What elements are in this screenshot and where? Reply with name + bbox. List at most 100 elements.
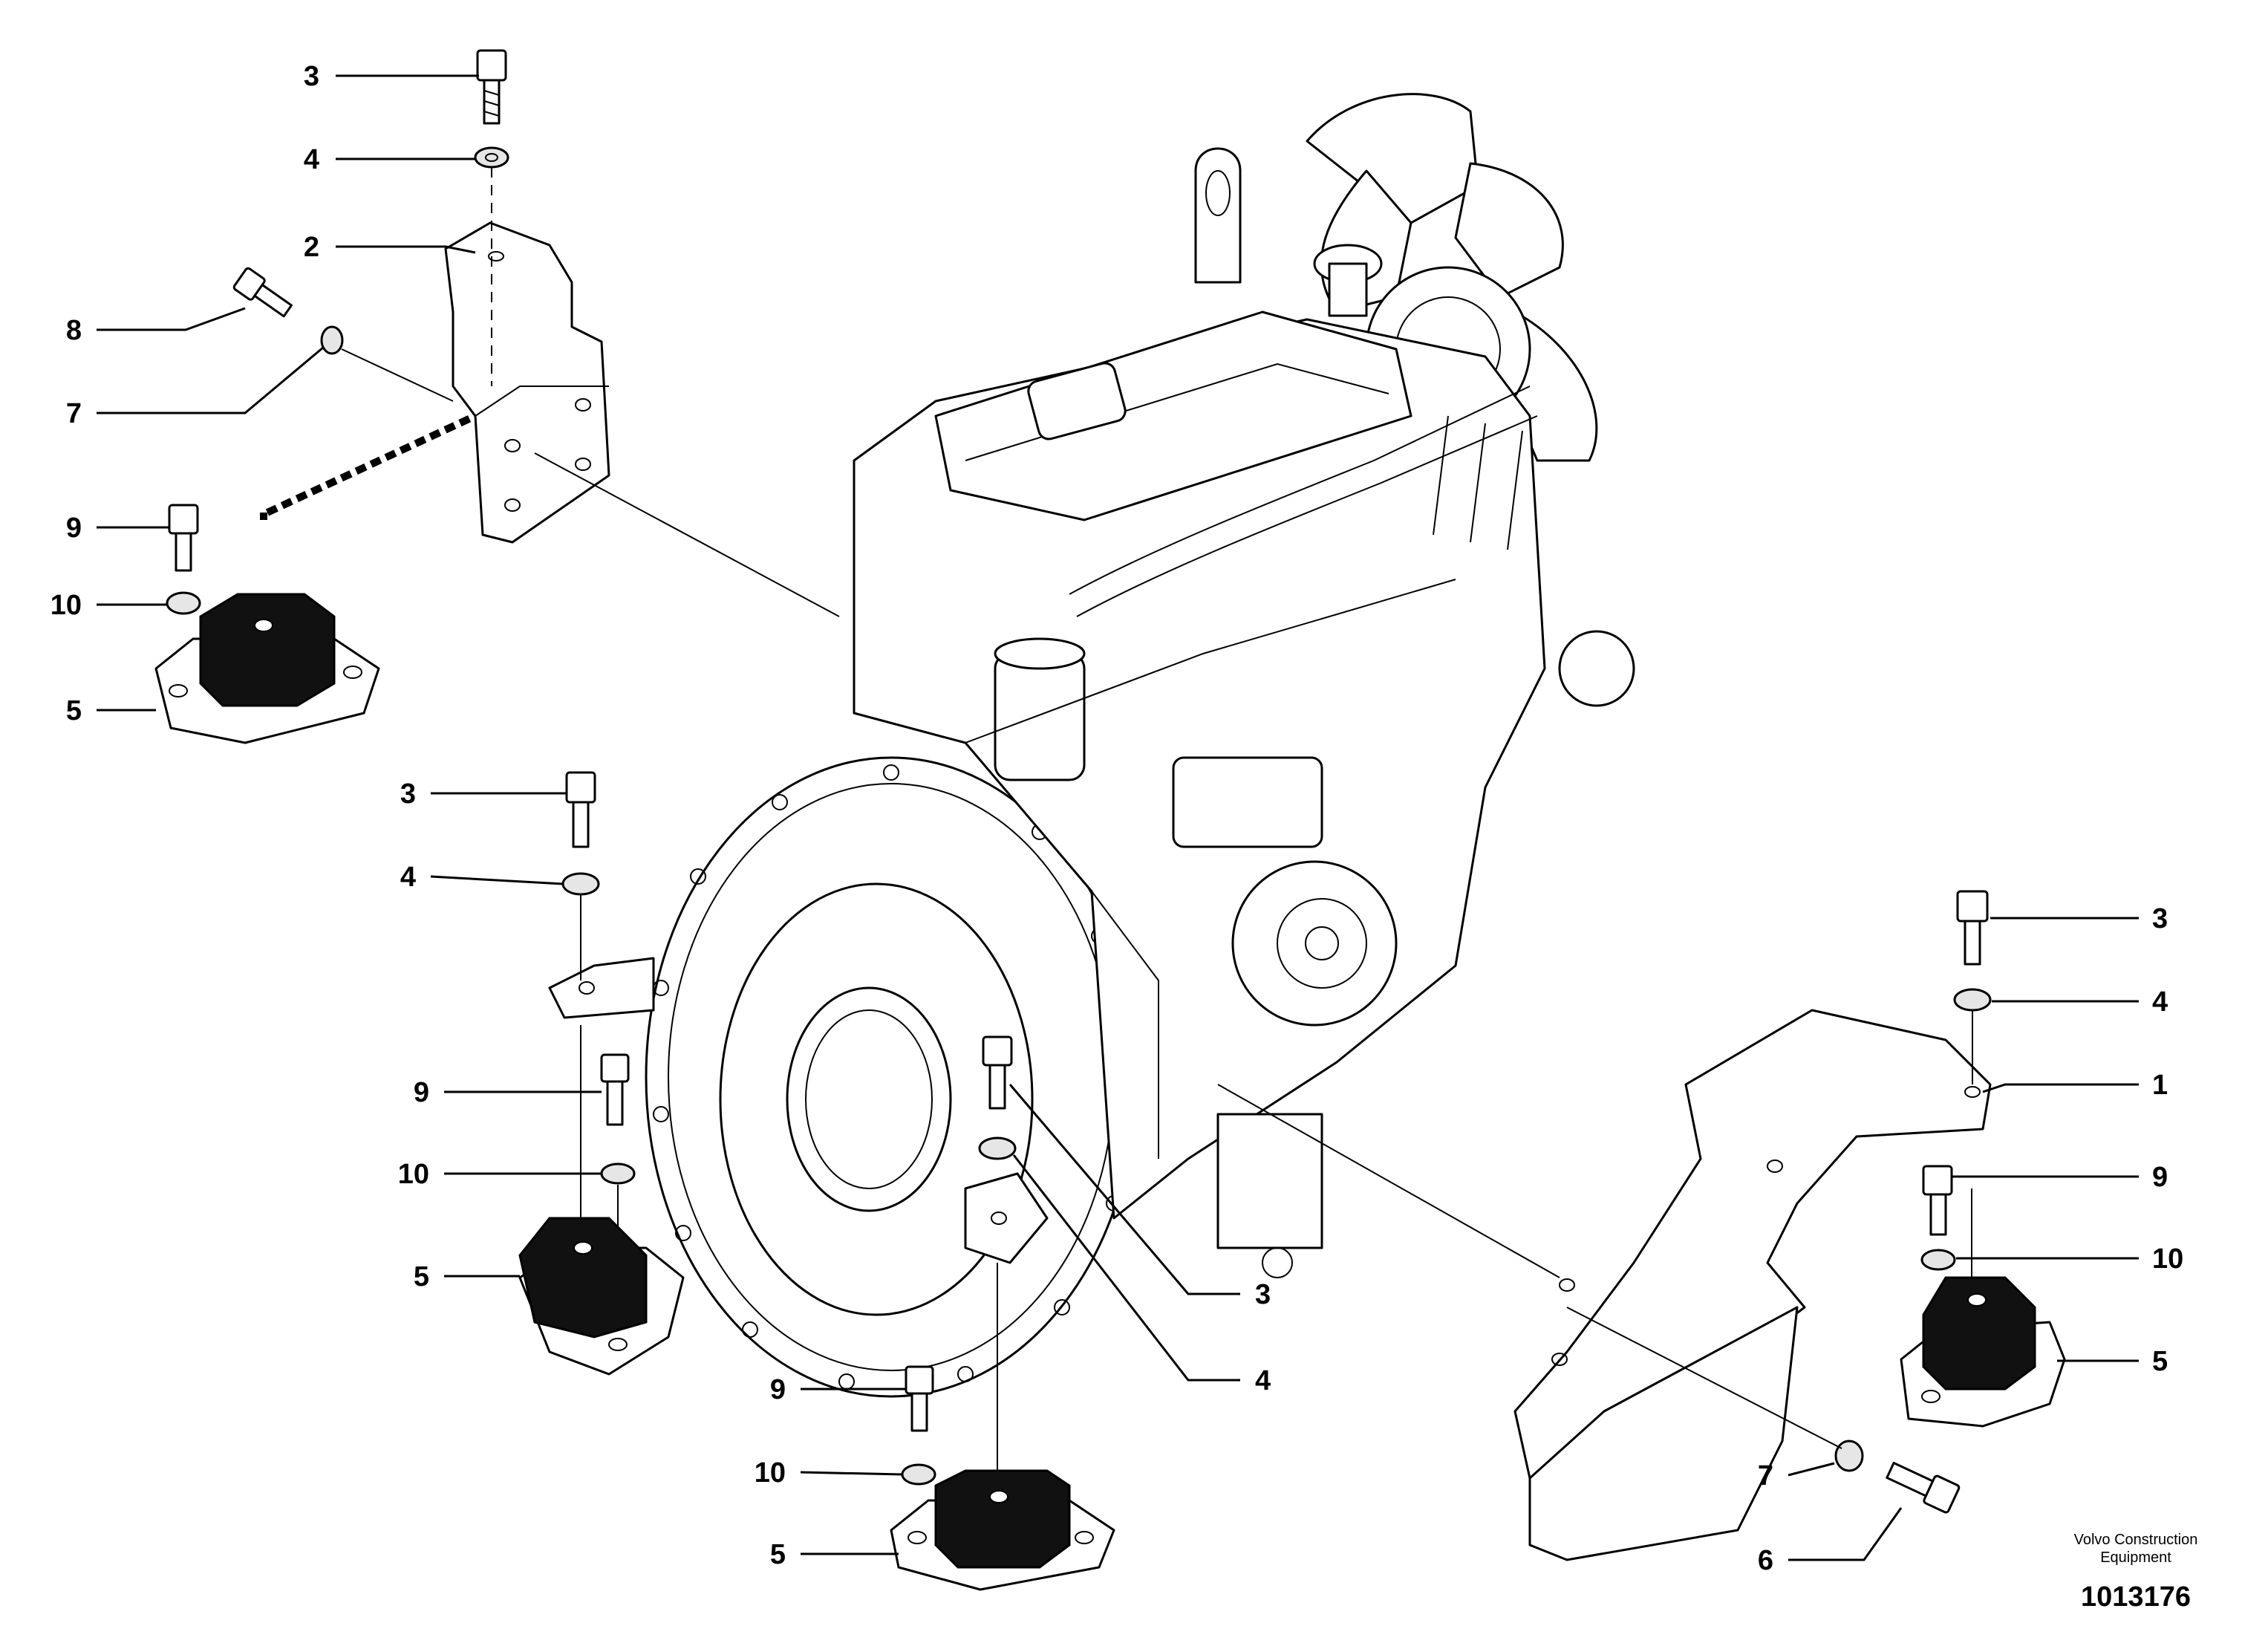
callout-number: 3: [400, 778, 416, 810]
callout-7: 7: [1758, 1460, 1835, 1492]
bracket-2: [444, 221, 610, 544]
callout-number: 10: [398, 1159, 429, 1190]
callout-number: 5: [770, 1539, 786, 1570]
callout-number: 5: [66, 695, 82, 726]
callout-6: 6: [1758, 1507, 1903, 1576]
callout-5: 5: [770, 1539, 899, 1570]
bolt-icon: [905, 1365, 934, 1432]
callout-number: 9: [770, 1374, 786, 1405]
bolt-icon: [600, 1053, 630, 1126]
callout-leader-line: [1012, 1154, 1240, 1382]
callout-3: 3: [304, 61, 479, 92]
callout-leader-line: [97, 346, 324, 414]
engine-illustration: [645, 93, 1635, 1398]
callout-leader-line: [430, 875, 564, 885]
callout-5: 5: [66, 695, 156, 726]
callout-number: 3: [2152, 903, 2168, 934]
center-mount-group: [890, 1035, 1115, 1591]
callout-7: 7: [66, 346, 324, 429]
callout-number: 4: [400, 862, 416, 893]
callout-number: 5: [2152, 1346, 2168, 1377]
callout-number: 8: [66, 315, 82, 346]
bolt-icon: [1956, 890, 1989, 966]
callout-2: 2: [304, 232, 476, 263]
rubber-mount-icon: [154, 593, 380, 744]
callout-10: 10: [398, 1159, 602, 1190]
callout-number: 3: [1255, 1279, 1271, 1310]
callout-4: 4: [304, 144, 475, 175]
washer-icon: [561, 872, 600, 896]
callout-3: 3: [400, 778, 567, 810]
callout-number: 4: [304, 144, 319, 175]
washer-icon: [1834, 1440, 1864, 1472]
callout-number: 1: [2152, 1070, 2168, 1101]
callout-number: 3: [304, 61, 319, 92]
callout-8: 8: [66, 307, 246, 346]
footer: Volvo Construction Equipment 1013176: [2047, 1531, 2225, 1613]
callout-9: 9: [1952, 1162, 2168, 1193]
callout-4: 4: [1012, 1154, 1271, 1396]
rubber-mount-icon: [890, 1469, 1115, 1591]
callout-number: 2: [304, 232, 319, 263]
washer-icon: [1953, 988, 1992, 1012]
callout-leader-line: [97, 307, 246, 331]
bolt-icon: [476, 49, 507, 125]
bracket-1: [1513, 1009, 1992, 1480]
washer-icon: [474, 146, 509, 169]
callout-leader-line: [800, 1471, 903, 1476]
callout-number: 9: [66, 513, 82, 544]
callout-5: 5: [414, 1261, 520, 1292]
rubber-mount-icon: [1900, 1276, 2066, 1428]
bolt-icon: [1886, 1462, 1961, 1514]
front-right-bracket-group: [1513, 890, 2066, 1561]
callout-5: 5: [2057, 1346, 2168, 1377]
washer-icon: [320, 325, 344, 355]
callout-leader-line: [336, 245, 476, 254]
callout-number: 10: [50, 590, 82, 621]
washer-icon: [901, 1463, 936, 1486]
callout-3: 3: [1008, 1084, 1271, 1310]
callout-9: 9: [66, 513, 169, 544]
bolt-icon: [1922, 1165, 1953, 1236]
bolt-icon: [565, 771, 596, 848]
washer-icon: [166, 591, 201, 615]
callout-number: 9: [2152, 1162, 2168, 1193]
front-left-mount-group: [518, 771, 685, 1376]
callout-number: 7: [1758, 1460, 1773, 1492]
washer-icon: [1920, 1249, 1956, 1271]
callout-leader-line: [1008, 1084, 1240, 1295]
callout-leader-line: [1788, 1462, 1835, 1477]
rear-left-bracket-group: [154, 49, 610, 744]
callout-number: 9: [414, 1077, 429, 1108]
callout-number: 7: [66, 398, 82, 429]
callout-10: 10: [50, 590, 167, 621]
document-number: 1013176: [2081, 1581, 2191, 1613]
callout-9: 9: [414, 1077, 602, 1108]
bracket-1-plate: [1528, 1306, 1799, 1561]
bolt-icon: [168, 504, 199, 572]
callout-leader-line: [1982, 1083, 2139, 1093]
callout-10: 10: [1956, 1243, 2183, 1275]
washer-icon: [978, 1136, 1017, 1160]
leader-lines: [341, 348, 1842, 1449]
callout-number: 4: [2152, 986, 2168, 1018]
brand-label: Volvo Construction Equipment: [2073, 1532, 2198, 1566]
callout-9: 9: [770, 1374, 906, 1405]
bolt-icon: [232, 267, 293, 318]
callout-number: 4: [1255, 1365, 1271, 1396]
rubber-mount-icon: [518, 1217, 685, 1376]
callout-10: 10: [755, 1457, 903, 1489]
callout-number: 5: [414, 1261, 429, 1292]
callout-3: 3: [1990, 903, 2168, 934]
callout-labels: 3 4 2 8 7 9 10 5 3 4 9 10 5 3 4 9 10 5 3 4 1 9 10 5 7 6: [50, 61, 2184, 1576]
engine-block: [853, 147, 1635, 1278]
callout-number: 10: [2152, 1243, 2183, 1275]
callout-number: 10: [755, 1457, 786, 1489]
callout-leader-line: [1788, 1507, 1903, 1561]
callout-4: 4: [400, 862, 564, 893]
washer-icon: [600, 1162, 636, 1185]
callout-4: 4: [1992, 986, 2168, 1018]
callout-number: 6: [1758, 1545, 1773, 1576]
bolt-icon: [982, 1035, 1013, 1110]
callout-1: 1: [1982, 1070, 2168, 1101]
